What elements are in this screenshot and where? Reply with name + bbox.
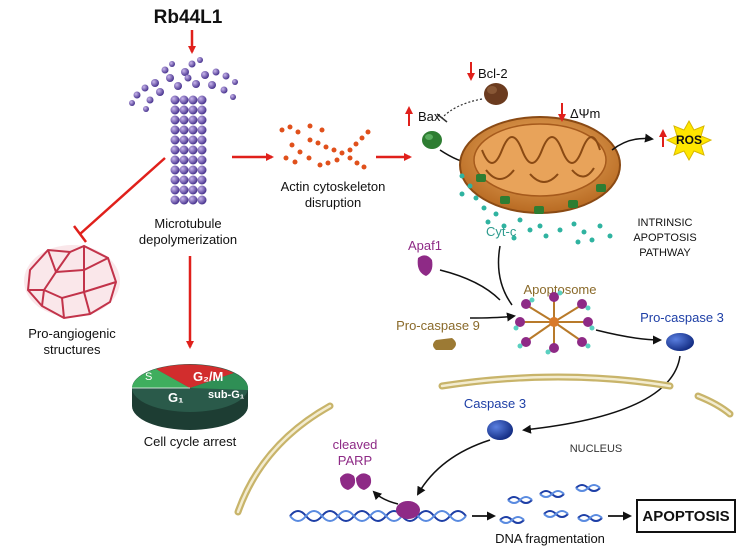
- dpsi-label: ΔΨm: [570, 106, 600, 121]
- caspase3-protein-icon: [487, 420, 513, 440]
- arrow-apoptosome-to-procasp3: [595, 329, 662, 345]
- inhibit-bar-angiogenic: [73, 225, 87, 243]
- microtubule-label-line1: Microtubule: [154, 216, 221, 231]
- actin-filament-icon: [279, 123, 371, 170]
- bcl2-inhibit-bar: [436, 113, 448, 123]
- actin-label-line2: disruption: [305, 195, 361, 210]
- microtubule-label-line2: depolymerization: [139, 232, 237, 247]
- pie-label-s: S: [145, 371, 152, 383]
- angiogenic-label-line2: structures: [43, 342, 101, 357]
- mitochondrion-icon: [459, 116, 621, 214]
- procasp3-protein-icon: [666, 333, 694, 351]
- apoptosome-icon: [513, 290, 595, 355]
- angiogenic-network-icon: [24, 244, 120, 320]
- pie-label-g2m: G₂/M: [193, 369, 223, 384]
- intrinsic-label-line2: APOPTOSIS: [633, 232, 696, 244]
- nucleus-label: NUCLEUS: [570, 443, 623, 455]
- actin-label-line1: Actin cytoskeleton: [281, 179, 386, 194]
- apoptosis-label: APOPTOSIS: [642, 508, 729, 525]
- line-cytc-to-apoptosome: [497, 245, 513, 306]
- parp-label-line2: PARP: [338, 453, 372, 468]
- cytc-label: Cyt-c: [486, 224, 517, 239]
- dna-helix-icon: [289, 510, 467, 522]
- apoptosome-label: Apoptosome: [524, 282, 597, 297]
- parp-label-line1: cleaved: [333, 437, 378, 452]
- bax-label: Bax: [418, 109, 441, 124]
- caspase3-label: Caspase 3: [464, 396, 526, 411]
- procasp9-label: Pro-caspase 9: [396, 318, 480, 333]
- bax-protein-icon: [422, 131, 442, 149]
- title-rb44l1: Rb44L1: [154, 7, 223, 28]
- procasp3-label: Pro-caspase 3: [640, 310, 724, 325]
- bcl2-protein-icon: [484, 83, 508, 105]
- arrow-parp-cleavage: [372, 490, 399, 505]
- apaf1-label: Apaf1: [408, 238, 442, 253]
- cleaved-parp-icon: [340, 473, 372, 490]
- dna-fragmentation-label: DNA fragmentation: [495, 531, 605, 546]
- ros-burst-icon: [665, 119, 713, 162]
- apoptosis-box: [636, 499, 736, 533]
- arrow-procasp3-to-caspase3: [522, 355, 681, 434]
- dna-fragments-icon: [499, 484, 603, 524]
- bcl2-inhibit-line: [441, 98, 483, 119]
- arrow-caspase3-to-parp: [416, 439, 491, 496]
- bcl2-label: Bcl-2: [478, 66, 508, 81]
- parp-on-dna-icon: [396, 501, 420, 519]
- arrow-mito-to-ros: [611, 133, 654, 151]
- ros-label: ROS: [676, 133, 702, 147]
- pie-label-g1: G₁: [168, 390, 184, 405]
- arrow-procasp9-to-apoptosome: [469, 312, 516, 322]
- apaf1-protein-icon: [417, 255, 433, 276]
- cytochrome-c-dots: [459, 173, 613, 245]
- inhibit-line-angiogenic: [79, 157, 166, 235]
- nuclear-membrane-inner: [236, 375, 732, 514]
- line-apaf1-to-apoptosome: [439, 269, 501, 301]
- procasp9-protein-icon: [433, 338, 456, 350]
- microtubule-icon: [129, 57, 238, 205]
- angiogenic-label-line1: Pro-angiogenic: [28, 326, 116, 341]
- pie-label-subg1: sub-G₁: [208, 389, 245, 401]
- cellcycle-label: Cell cycle arrest: [144, 434, 237, 449]
- cell-cycle-pie-icon: [132, 364, 249, 430]
- intrinsic-label-line3: PATHWAY: [639, 247, 691, 259]
- bax-pores-icon: [476, 174, 606, 214]
- intrinsic-label-line1: INTRINSIC: [638, 217, 693, 229]
